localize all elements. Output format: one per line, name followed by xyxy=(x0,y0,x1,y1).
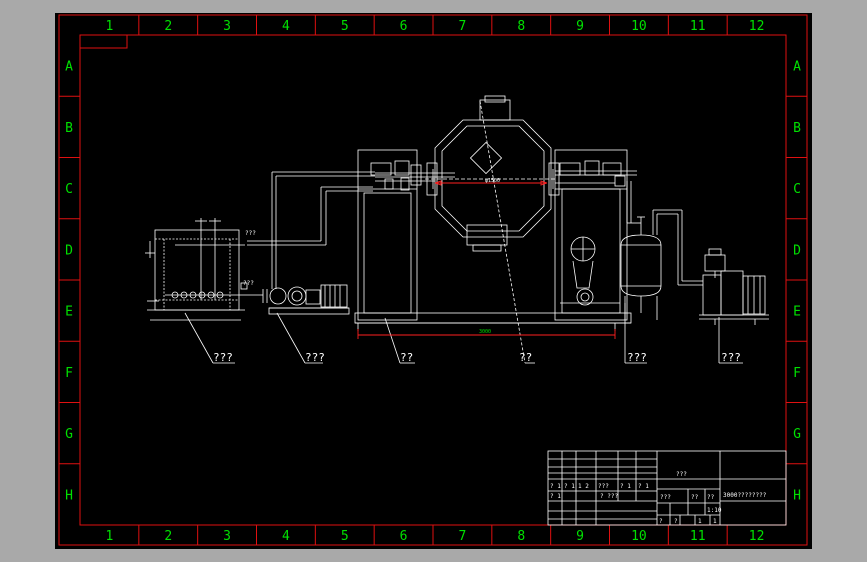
label-frame: ?? xyxy=(400,351,413,364)
left-support xyxy=(357,149,455,321)
grid-col-top-9: 9 xyxy=(576,19,584,34)
grid-col-top-12: 12 xyxy=(749,19,765,34)
tb-r1-c5: ? 1 xyxy=(620,483,631,490)
pump-motor xyxy=(247,171,375,315)
grid-col-bottom-9: 9 xyxy=(576,529,584,544)
grid-col-bottom-10: 10 xyxy=(631,529,647,544)
tb-r1-c3: 1 2 xyxy=(578,483,589,490)
drawing-frame xyxy=(58,14,808,546)
labels: ??? ??? ?? ?? ??? ??? φ1500 3000 ??? ???… xyxy=(213,178,767,525)
label-vacuum-pump: ??? xyxy=(721,351,741,364)
grid-row-left-B: B xyxy=(65,121,73,136)
grid-row-left-A: A xyxy=(65,60,73,75)
right-support xyxy=(554,149,637,321)
condenser-tank xyxy=(620,181,703,320)
equipment xyxy=(145,95,769,364)
grid-row-right-E: E xyxy=(793,305,801,320)
tb-mid-1: ??? xyxy=(660,494,671,501)
grid-row-right-C: C xyxy=(793,182,801,197)
title-block xyxy=(547,450,787,526)
grid-col-top-8: 8 xyxy=(517,19,525,34)
grid-col-top-11: 11 xyxy=(690,19,706,34)
label-pump: ??? xyxy=(305,351,325,364)
grid-row-right-A: A xyxy=(793,60,801,75)
tb-bottom-2: ? xyxy=(674,518,678,525)
grid-col-top-6: 6 xyxy=(400,19,408,34)
grid-col-bottom-4: 4 xyxy=(282,529,290,544)
tb-r1-c4: ??? xyxy=(598,483,609,490)
leader-lines xyxy=(184,303,743,364)
grid-row-right-B: B xyxy=(793,121,801,136)
grid-col-bottom-8: 8 xyxy=(517,529,525,544)
tb-bottom-3: 1 xyxy=(698,518,702,525)
label-heating-tank: ??? xyxy=(213,351,233,364)
tb-mid-2: ?? xyxy=(691,494,699,501)
tank-note-top: ??? xyxy=(245,230,256,237)
grid-col-top-10: 10 xyxy=(631,19,647,34)
tb-bottom-4: 1 xyxy=(713,518,717,525)
grid-row-left-C: C xyxy=(65,182,73,197)
label-vessel: ?? xyxy=(519,351,532,364)
grid-col-bottom-2: 2 xyxy=(164,529,172,544)
grid-row-right-G: G xyxy=(793,427,801,442)
tb-r2-c2: ? ??? xyxy=(600,493,618,500)
base-frame xyxy=(354,312,632,331)
grid-row-left-D: D xyxy=(65,243,73,258)
grid-col-top-5: 5 xyxy=(341,19,349,34)
tb-bottom-1: ? xyxy=(659,518,663,525)
label-condenser: ??? xyxy=(627,351,647,364)
grid-row-right-D: D xyxy=(793,243,801,258)
rotary-vessel xyxy=(425,95,560,364)
grid-col-top-2: 2 xyxy=(164,19,172,34)
grid-ticks xyxy=(59,15,807,545)
grid-col-bottom-12: 12 xyxy=(749,529,765,544)
tank-note-side: ??? xyxy=(243,280,254,287)
vacuum-pump xyxy=(699,248,769,325)
grid-col-bottom-7: 7 xyxy=(459,529,467,544)
grid-col-bottom-1: 1 xyxy=(106,529,114,544)
grid-col-bottom-3: 3 xyxy=(223,529,231,544)
tb-r1-c2: ? 1 xyxy=(564,483,575,490)
tb-mid-3: ?? xyxy=(707,494,715,501)
grid-row-right-H: H xyxy=(793,488,801,503)
grid-row-left-H: H xyxy=(65,488,73,503)
grid-col-bottom-6: 6 xyxy=(400,529,408,544)
grid-row-left-E: E xyxy=(65,305,73,320)
grid-col-top-3: 3 xyxy=(223,19,231,34)
grid-col-bottom-5: 5 xyxy=(341,529,349,544)
grid-col-bottom-11: 11 xyxy=(690,529,706,544)
grid-col-top-7: 7 xyxy=(459,19,467,34)
dimension-lines xyxy=(357,180,616,339)
title-block-name: ??? xyxy=(676,471,687,478)
grid-row-left-G: G xyxy=(65,427,73,442)
tb-scale: 1:10 xyxy=(707,507,722,514)
grid-row-right-F: F xyxy=(793,366,801,381)
grid-row-left-F: F xyxy=(65,366,73,381)
grid-col-top-1: 1 xyxy=(106,19,114,34)
tb-r1-c1: ? 1 xyxy=(550,483,561,490)
tb-r1-c6: ? 1 xyxy=(638,483,649,490)
heating-tank xyxy=(145,218,263,321)
grid-col-top-4: 4 xyxy=(282,19,290,34)
dimension-text-base: 3000 xyxy=(479,329,491,335)
tb-r2-c1: ? 1 xyxy=(550,493,561,500)
dimension-text-vessel: φ1500 xyxy=(485,178,500,184)
title-block-title: 3000???????? xyxy=(723,492,767,499)
